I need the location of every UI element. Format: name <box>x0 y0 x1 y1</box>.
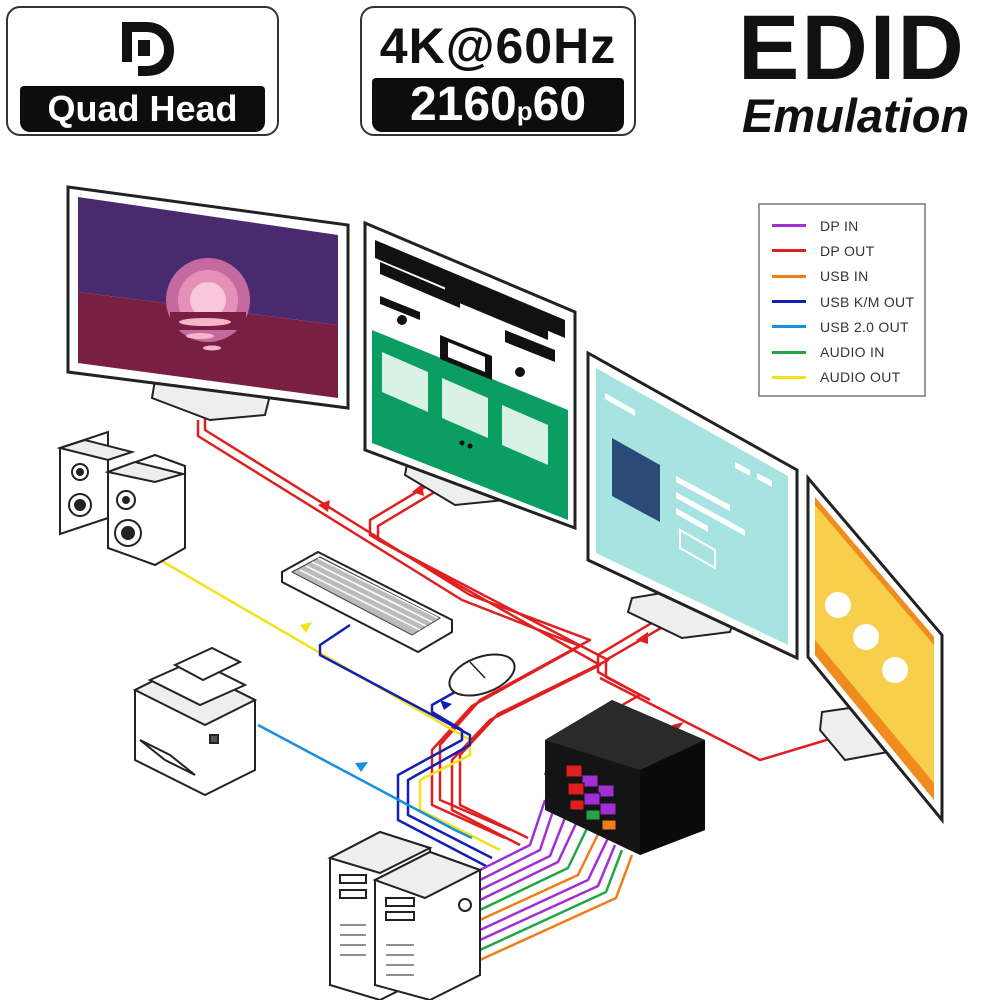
edid-subtitle: Emulation <box>742 89 970 142</box>
kvm-switch <box>545 700 705 855</box>
arrow-usb2 <box>355 762 368 772</box>
legend-label: DP OUT <box>820 242 875 259</box>
legend-label: DP IN <box>820 217 859 234</box>
legend-item-dp-out: DP OUT <box>772 238 924 263</box>
printer <box>132 646 258 797</box>
cables <box>159 415 844 962</box>
arrow-audio <box>300 622 312 633</box>
kvm-ports <box>565 764 617 831</box>
monitor-4 <box>806 473 944 825</box>
resolution-label: 2160p60 <box>372 78 624 132</box>
legend-swatch <box>772 375 806 379</box>
resolution-scan: p <box>516 96 533 126</box>
legend-swatch <box>772 224 806 228</box>
dp-out-cable-monitor-2 <box>368 476 602 847</box>
legend-item-usb-in: USB IN <box>772 264 924 289</box>
refresh-rate-label: 4K@60Hz <box>379 18 617 74</box>
flow-arrows <box>318 484 684 732</box>
displayport-badge: Quad Head <box>6 6 279 136</box>
monitor-1 <box>66 185 350 422</box>
legend-item-usb-km-out: USB K/M OUT <box>772 289 924 314</box>
legend-swatch <box>772 274 806 278</box>
legend-swatch <box>772 249 806 253</box>
legend-label: AUDIO IN <box>820 344 885 361</box>
legend-item-audio-in: AUDIO IN <box>772 339 924 364</box>
displayport-logo-icon <box>122 22 174 76</box>
legend-label: USB 2.0 OUT <box>820 318 909 335</box>
monitor-3 <box>586 350 799 661</box>
quad-head-label: Quad Head <box>20 86 265 132</box>
legend-label: USB K/M OUT <box>820 293 915 310</box>
legend-label: AUDIO OUT <box>820 369 901 386</box>
legend-swatch <box>772 350 806 354</box>
cable-legend: DP IN DP OUT USB IN USB K/M OUT USB 2.0 … <box>758 203 926 397</box>
dp-out-cable-monitor-4 <box>599 676 844 762</box>
legend-item-usb2-out: USB 2.0 OUT <box>772 314 924 339</box>
audio-out-cable <box>159 558 501 852</box>
resolution-rate: 60 <box>532 78 587 131</box>
legend-label: USB IN <box>820 268 869 285</box>
resolution-main: 2160 <box>409 78 517 131</box>
usb-km-cable-mouse <box>396 690 487 868</box>
speakers <box>56 430 187 567</box>
legend-swatch <box>772 325 806 329</box>
legend-item-dp-in: DP IN <box>772 213 924 238</box>
mouse <box>448 653 516 697</box>
legend-item-audio-out: AUDIO OUT <box>772 365 924 390</box>
edid-title: EDID <box>738 0 966 99</box>
usb-km-cable-keyboard <box>318 623 493 860</box>
computer-cables <box>479 799 634 962</box>
resolution-badge: 4K@60Hz 2160p60 <box>360 6 636 136</box>
usb2-cable-printer <box>257 723 473 840</box>
computer-2 <box>372 850 483 1000</box>
legend-swatch <box>772 300 806 304</box>
keyboard <box>281 550 453 654</box>
monitor-2 <box>363 220 577 531</box>
arrow-km <box>440 700 452 710</box>
